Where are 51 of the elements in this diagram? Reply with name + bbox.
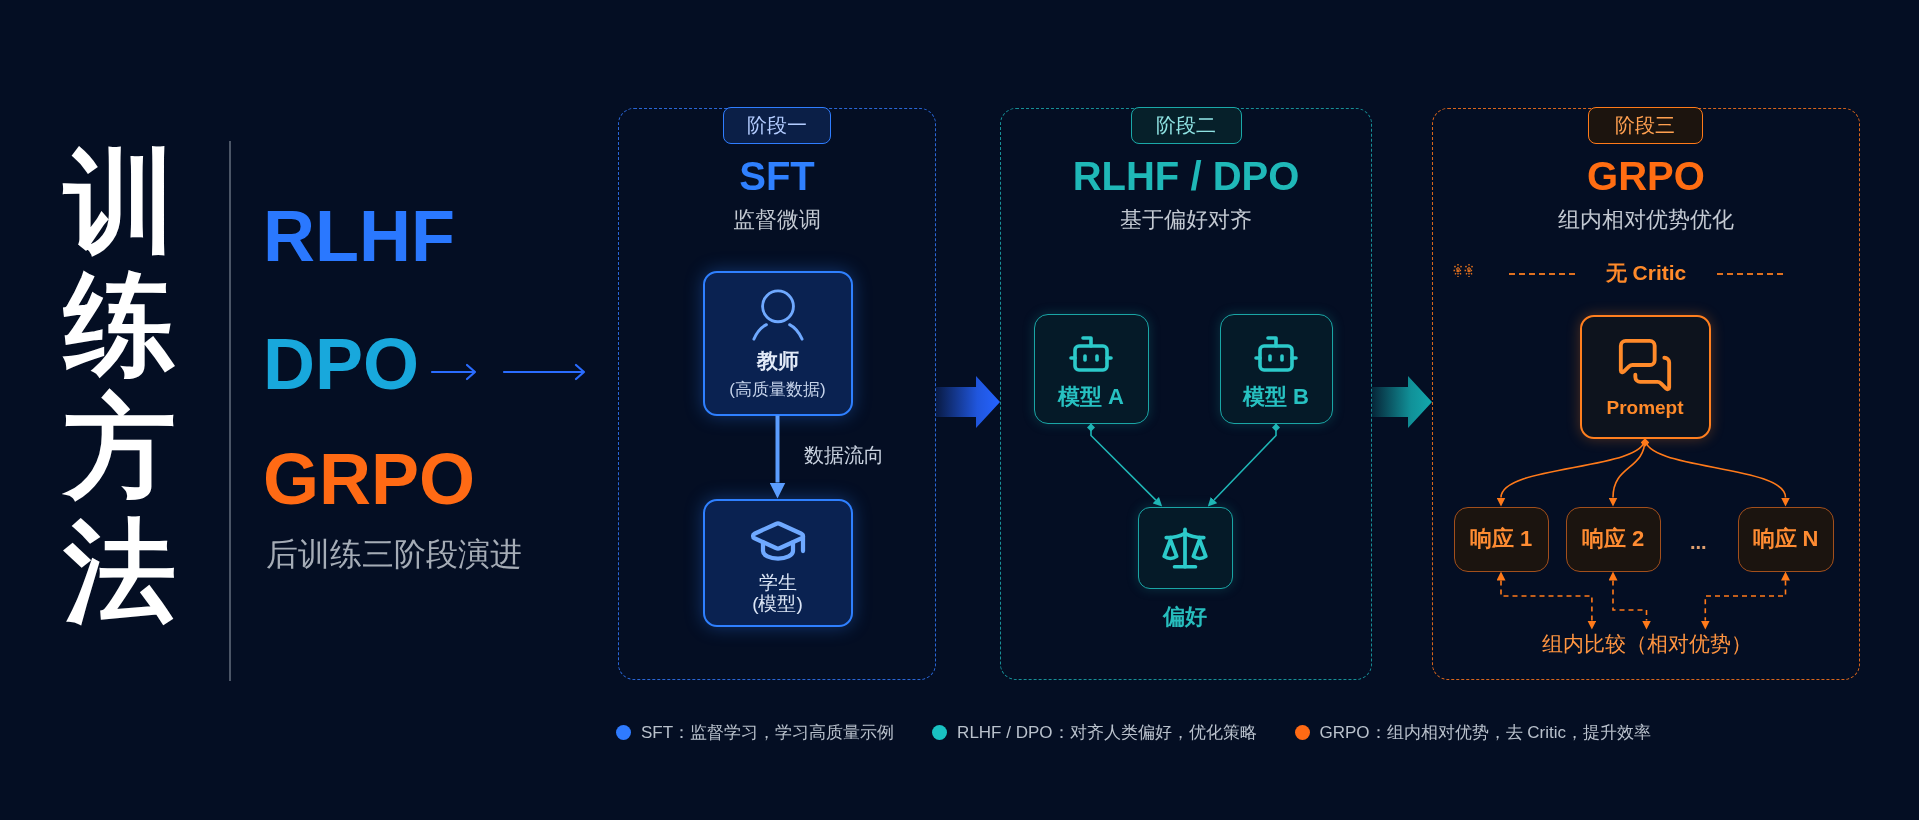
stage-title: RLHF / DPO bbox=[1072, 156, 1300, 196]
legend-text: SFT：监督学习，学习高质量示例 bbox=[641, 724, 895, 741]
stage-panel bbox=[1432, 108, 1860, 680]
prompt-card bbox=[1579, 314, 1711, 439]
card-title: 响应 N bbox=[1752, 528, 1819, 550]
arrow bbox=[769, 415, 786, 499]
comparison-label: 组内比较（相对优势） bbox=[1541, 629, 1752, 658]
model-card bbox=[1219, 313, 1333, 424]
stage-subtitle: 组内相对优势优化 bbox=[1558, 209, 1734, 231]
student-card bbox=[702, 498, 853, 627]
method-name: DPO bbox=[263, 328, 420, 400]
stage-title: GRPO bbox=[1587, 156, 1705, 196]
card-title: 学生 bbox=[758, 572, 797, 594]
stage-arrow bbox=[936, 376, 1000, 428]
ellipsis-text: ... bbox=[1690, 532, 1707, 552]
dashed-arrow bbox=[1700, 571, 1790, 630]
arrow bbox=[1207, 422, 1280, 507]
stage-panel bbox=[618, 108, 936, 680]
card-subtitle: (模型) bbox=[752, 593, 803, 615]
card-title: 模型 B bbox=[1243, 385, 1309, 408]
card-title: 响应 1 bbox=[1469, 528, 1533, 550]
note-label: 无 Critic bbox=[1605, 262, 1687, 283]
method-name: GRPO bbox=[263, 443, 476, 515]
legend-text: RLHF / DPO：对齐人类偏好，优化策略 bbox=[957, 724, 1257, 741]
card-title: Promept bbox=[1606, 398, 1684, 417]
stage-tag: 阶段二 bbox=[1130, 106, 1242, 144]
node-caption: 偏好 bbox=[1163, 605, 1207, 628]
card-subtitle: (高质量数据) bbox=[729, 381, 826, 398]
response-box bbox=[1565, 506, 1661, 572]
stage-tag: 阶段一 bbox=[722, 106, 831, 144]
legend-text: GRPO：组内相对优势，去 Critic，提升效率 bbox=[1319, 724, 1651, 741]
stage-panel bbox=[1000, 108, 1372, 680]
method-name: RLHF bbox=[263, 200, 455, 272]
card-title: 响应 2 bbox=[1581, 528, 1645, 550]
card-title: 模型 A bbox=[1058, 385, 1124, 408]
teacher-card bbox=[702, 270, 853, 416]
response-box bbox=[1453, 506, 1549, 572]
stage-title: SFT bbox=[739, 156, 815, 196]
arrow bbox=[1642, 437, 1790, 506]
stage-tag: 阶段三 bbox=[1587, 106, 1703, 144]
vertical-title: 训练方法 bbox=[64, 140, 176, 633]
dashed-arrow bbox=[1608, 571, 1651, 630]
stage-subtitle: 监督微调 bbox=[733, 209, 821, 231]
arrow bbox=[1087, 422, 1163, 507]
card-title: 教师 bbox=[756, 350, 799, 371]
response-box bbox=[1737, 506, 1834, 572]
dashed-arrow bbox=[1496, 571, 1597, 630]
model-card bbox=[1033, 313, 1149, 424]
stage-arrow bbox=[1372, 376, 1432, 428]
stage-subtitle: 基于偏好对齐 bbox=[1120, 209, 1252, 231]
subtitle: 后训练三阶段演进 bbox=[266, 538, 522, 570]
